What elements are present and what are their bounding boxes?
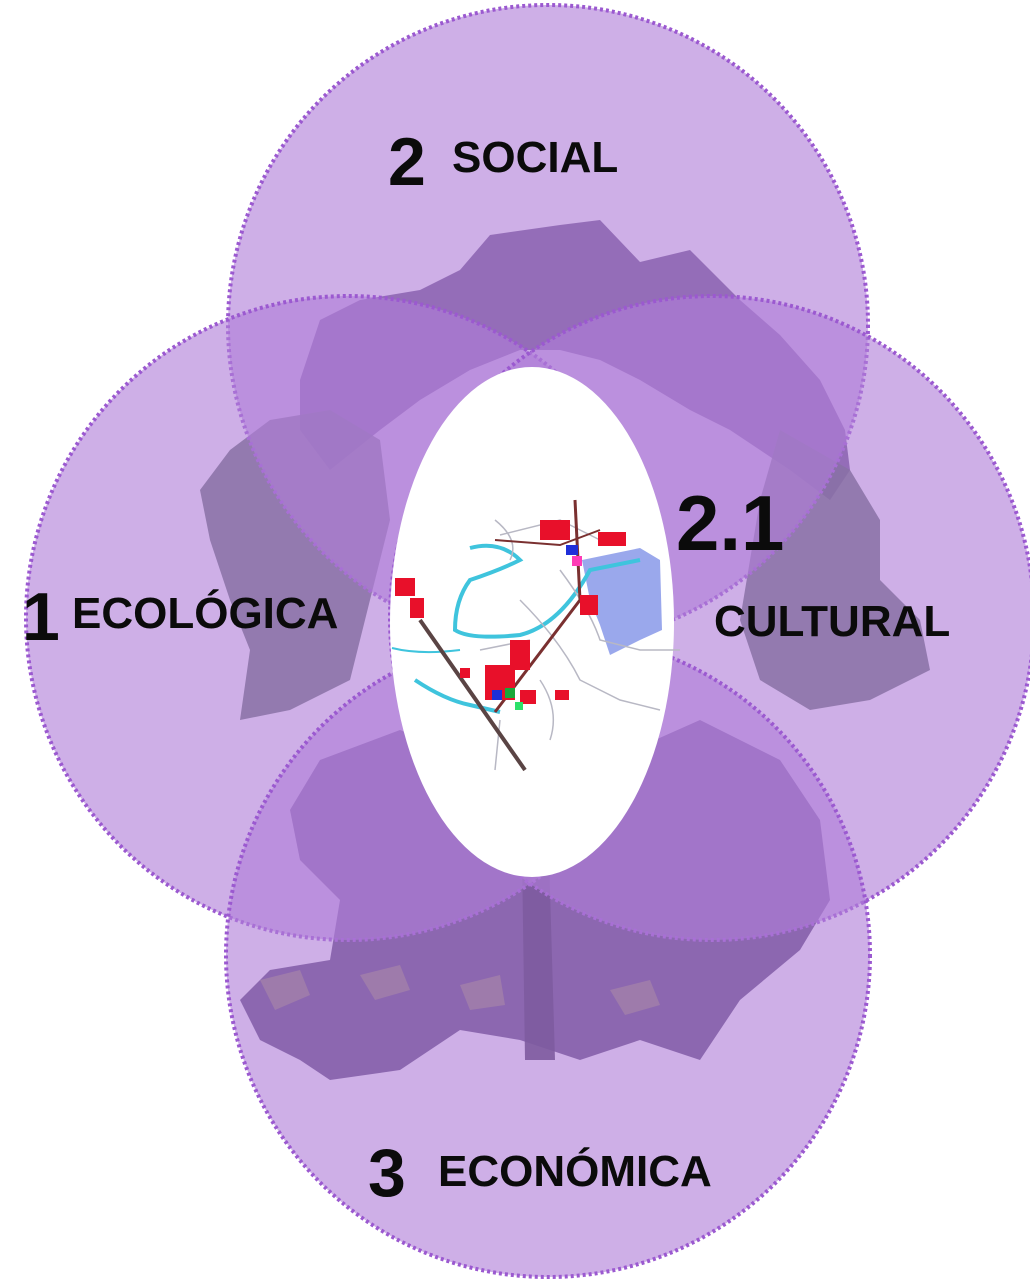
town-map-icon: [391, 499, 680, 772]
circle-economica: [224, 631, 872, 1279]
number-social: 2: [388, 124, 426, 200]
label-social: 2 SOCIAL: [388, 124, 618, 200]
number-economica: 3: [368, 1135, 406, 1211]
label-economica: 3 ECONÓMICA: [368, 1135, 712, 1211]
label-ecologica: 1 ECOLÓGICA: [22, 579, 338, 655]
center-map: [390, 367, 680, 877]
number-ecologica: 1: [22, 579, 60, 655]
label-text-social: SOCIAL: [452, 133, 618, 182]
label-text-cultural: CULTURAL: [714, 597, 950, 646]
label-cultural: 2.1 CULTURAL: [676, 479, 950, 646]
number-cultural: 2.1: [676, 479, 784, 567]
center-ellipse: [390, 367, 674, 877]
label-text-economica: ECONÓMICA: [438, 1146, 712, 1196]
label-text-ecologica: ECOLÓGICA: [72, 588, 338, 638]
